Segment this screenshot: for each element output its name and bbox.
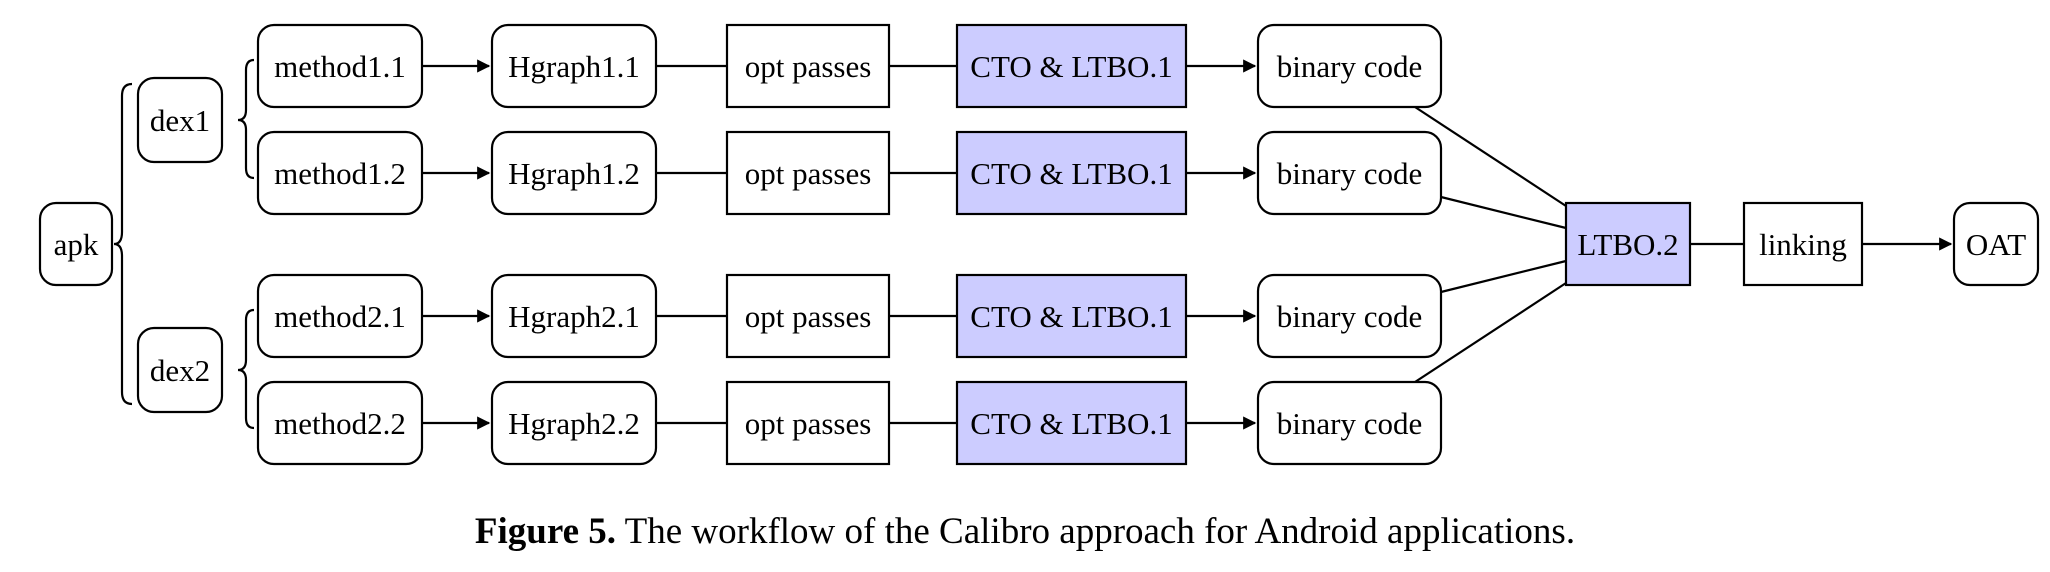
braces [113, 58, 255, 430]
node-cto-ltbo1-2: CTO & LTBO.1 [955, 130, 1188, 216]
node-method1-2-label: method1.2 [274, 156, 406, 191]
node-hgraph2-2-box [490, 380, 658, 466]
dex1-brace [237, 58, 255, 180]
node-hgraph1-2-label: Hgraph1.2 [508, 156, 640, 191]
apk-brace [113, 82, 133, 406]
node-method1-2: method1.2 [256, 130, 424, 216]
edge-binary1-ltbo2 [1414, 106, 1567, 207]
figure-label: Figure 5. [474, 511, 617, 552]
node-dex1: dex1 [136, 76, 224, 164]
node-hgraph1-1-label: Hgraph1.1 [508, 49, 640, 84]
node-opt-passes-3-label: opt passes [745, 299, 872, 334]
node-cto-ltbo1-4: CTO & LTBO.1 [955, 380, 1188, 466]
node-binary-code-3-box [1256, 273, 1443, 359]
node-hgraph2-1-box [490, 273, 658, 359]
node-opt-passes-1-box [725, 23, 891, 109]
node-opt-passes-1-label: opt passes [745, 49, 872, 84]
node-apk: apk [38, 201, 114, 287]
node-method1-1: method1.1 [256, 23, 424, 109]
node-hgraph1-2-box [490, 130, 658, 216]
node-cto-ltbo1-3: CTO & LTBO.1 [955, 273, 1188, 359]
node-hgraph2-2-label: Hgraph2.2 [508, 406, 640, 441]
dex2-brace [237, 308, 255, 430]
node-hgraph2-1: Hgraph2.1 [490, 273, 658, 359]
node-hgraph1-1-box [490, 23, 658, 109]
edges [422, 59, 1953, 430]
edge-binary2-ltbo2 [1440, 195, 1567, 230]
node-binary-code-2-label: binary code [1277, 156, 1422, 191]
node-hgraph1-1: Hgraph1.1 [490, 23, 658, 109]
node-binary-code-1: binary code [1256, 23, 1443, 109]
node-dex2-box [136, 326, 224, 414]
node-method2-1: method2.1 [256, 273, 424, 359]
node-dex2-label: dex2 [150, 353, 210, 388]
node-opt-passes-4-box [725, 380, 891, 466]
node-linking-label: linking [1759, 227, 1847, 262]
node-binary-code-1-label: binary code [1277, 49, 1422, 84]
node-dex1-box [136, 76, 224, 164]
node-method2-2: method2.2 [256, 380, 424, 466]
node-method2-1-label: method2.1 [274, 299, 406, 334]
node-opt-passes-3-box [725, 273, 891, 359]
node-cto-ltbo1-3-box [955, 273, 1188, 359]
node-opt-passes-1: opt passes [725, 23, 891, 109]
node-cto-ltbo1-1-label: CTO & LTBO.1 [970, 49, 1172, 84]
node-cto-ltbo1-2-label: CTO & LTBO.1 [970, 156, 1172, 191]
figure-caption: Figure 5. The workflow of the Calibro ap… [0, 510, 2050, 553]
node-method2-2-label: method2.2 [274, 406, 406, 441]
node-linking-box [1742, 201, 1864, 287]
node-binary-code-2: binary code [1256, 130, 1443, 216]
node-method2-1-box [256, 273, 424, 359]
node-cto-ltbo1-2-box [955, 130, 1188, 216]
node-cto-ltbo1-1-box [955, 23, 1188, 109]
node-hgraph2-2: Hgraph2.2 [490, 380, 658, 466]
node-cto-ltbo1-4-box [955, 380, 1188, 466]
workflow-diagram: apk dex1 dex2 method1.1 method1.2 method2.1 me… [38, 23, 2040, 466]
node-binary-code-4-box [1256, 380, 1443, 466]
node-opt-passes-4-label: opt passes [745, 406, 872, 441]
node-ltbo2-label: LTBO.2 [1577, 227, 1678, 262]
edge-binary3-ltbo2 [1440, 259, 1567, 294]
node-method1-1-label: method1.1 [274, 49, 406, 84]
node-cto-ltbo1-3-label: CTO & LTBO.1 [970, 299, 1172, 334]
node-hgraph1-2: Hgraph1.2 [490, 130, 658, 216]
node-linking: linking [1742, 201, 1864, 287]
node-binary-code-3: binary code [1256, 273, 1443, 359]
node-hgraph2-1-label: Hgraph2.1 [508, 299, 640, 334]
node-opt-passes-2-box [725, 130, 891, 216]
edge-binary4-ltbo2 [1414, 282, 1567, 383]
node-dex2: dex2 [136, 326, 224, 414]
node-method1-1-box [256, 23, 424, 109]
node-cto-ltbo1-1: CTO & LTBO.1 [955, 23, 1188, 109]
node-opt-passes-2-label: opt passes [745, 156, 872, 191]
node-opt-passes-2: opt passes [725, 130, 891, 216]
node-binary-code-3-label: binary code [1277, 299, 1422, 334]
figure-caption-text: The workflow of the Calibro approach for… [616, 511, 1576, 552]
node-opt-passes-4: opt passes [725, 380, 891, 466]
node-dex1-label: dex1 [150, 103, 210, 138]
node-binary-code-4-label: binary code [1277, 406, 1422, 441]
node-cto-ltbo1-4-label: CTO & LTBO.1 [970, 406, 1172, 441]
node-method2-2-box [256, 380, 424, 466]
node-method1-2-box [256, 130, 424, 216]
node-oat-box [1952, 201, 2040, 287]
node-oat: OAT [1952, 201, 2040, 287]
node-oat-label: OAT [1966, 227, 2026, 262]
node-binary-code-2-box [1256, 130, 1443, 216]
node-apk-label: apk [54, 227, 99, 262]
node-apk-box [38, 201, 114, 287]
node-ltbo2: LTBO.2 [1564, 201, 1692, 287]
node-binary-code-4: binary code [1256, 380, 1443, 466]
node-opt-passes-3: opt passes [725, 273, 891, 359]
node-binary-code-1-box [1256, 23, 1443, 109]
node-ltbo2-box [1564, 201, 1692, 287]
